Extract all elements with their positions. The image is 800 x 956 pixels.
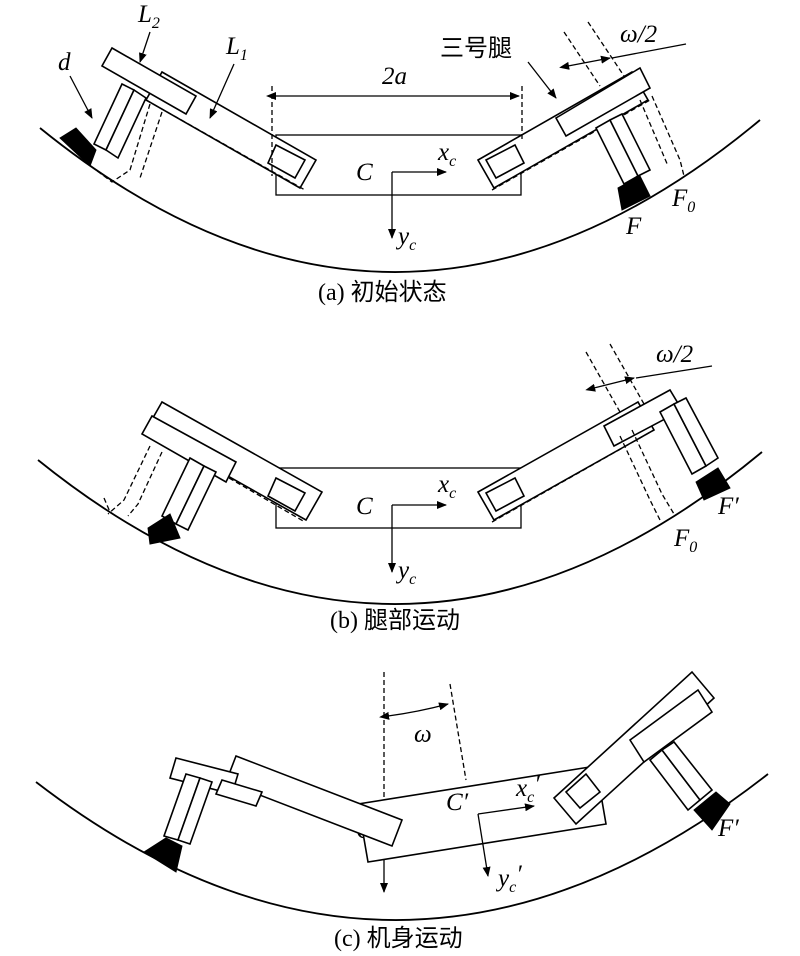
xc-label-b: xc — [437, 471, 456, 502]
angle-label-a: ω/2 — [620, 21, 657, 48]
right-leg-b — [585, 343, 731, 521]
left-foot-a — [59, 127, 97, 167]
caption-c: (c) 机身运动 — [334, 925, 463, 952]
angle-arrow-a — [559, 55, 611, 70]
angle-arrow-b — [585, 376, 635, 392]
left-foot-c — [143, 837, 183, 873]
left-leg-b — [103, 414, 238, 545]
center-label-b: C — [356, 493, 373, 520]
L2-label-a: L2 — [137, 1, 160, 32]
F0-label-b: F0 — [673, 525, 697, 556]
F0-label-a: F0 — [671, 185, 695, 216]
omega-label-c: ω — [414, 721, 432, 748]
right-foot-a — [617, 175, 651, 211]
Fp-label-c: F′ — [717, 815, 739, 842]
width-label-a: 2a — [382, 63, 407, 90]
caption-b: (b) 腿部运动 — [330, 607, 460, 634]
left-arm-c — [143, 754, 404, 873]
Cp-label-c: C′ — [446, 789, 469, 816]
leg3-label-a: 三号腿 — [440, 36, 512, 62]
panel-b: C xc yc ω/2 F′ F0 (b) 腿部运动 — [37, 341, 763, 634]
F-label-a: F — [625, 213, 642, 240]
right-foot-c — [693, 791, 731, 831]
right-leg-a — [554, 21, 685, 211]
pipe-wall-a — [39, 119, 761, 273]
ycp-label-c: yc′ — [495, 861, 522, 896]
angle-label-b: ω/2 — [656, 341, 693, 368]
center-label-a: C — [356, 159, 373, 186]
d-label-a: d — [58, 49, 71, 76]
yc-label-a: yc — [395, 223, 416, 254]
right-arm-c — [552, 670, 731, 831]
caption-a: (a) 初始状态 — [318, 279, 447, 306]
panel-c: C ω C′ xc′ yc′ — [35, 670, 769, 952]
xc-label-a: xc — [437, 139, 456, 170]
pipe-wall-c — [35, 773, 769, 921]
yc-label-b: yc — [395, 557, 416, 588]
left-leg-a — [59, 46, 198, 183]
panel-a: 2a C xc yc d L2 L1 三号腿 ω/2 F F0 (a) 初始状态 — [39, 1, 761, 306]
pipe-wall-b — [37, 451, 763, 605]
xcp-label-c: xc′ — [515, 771, 540, 806]
L1-label-a: L1 — [225, 33, 248, 64]
left-foot-b — [147, 513, 181, 545]
Fp-label-b: F′ — [717, 493, 739, 520]
right-foot-b — [695, 467, 731, 501]
